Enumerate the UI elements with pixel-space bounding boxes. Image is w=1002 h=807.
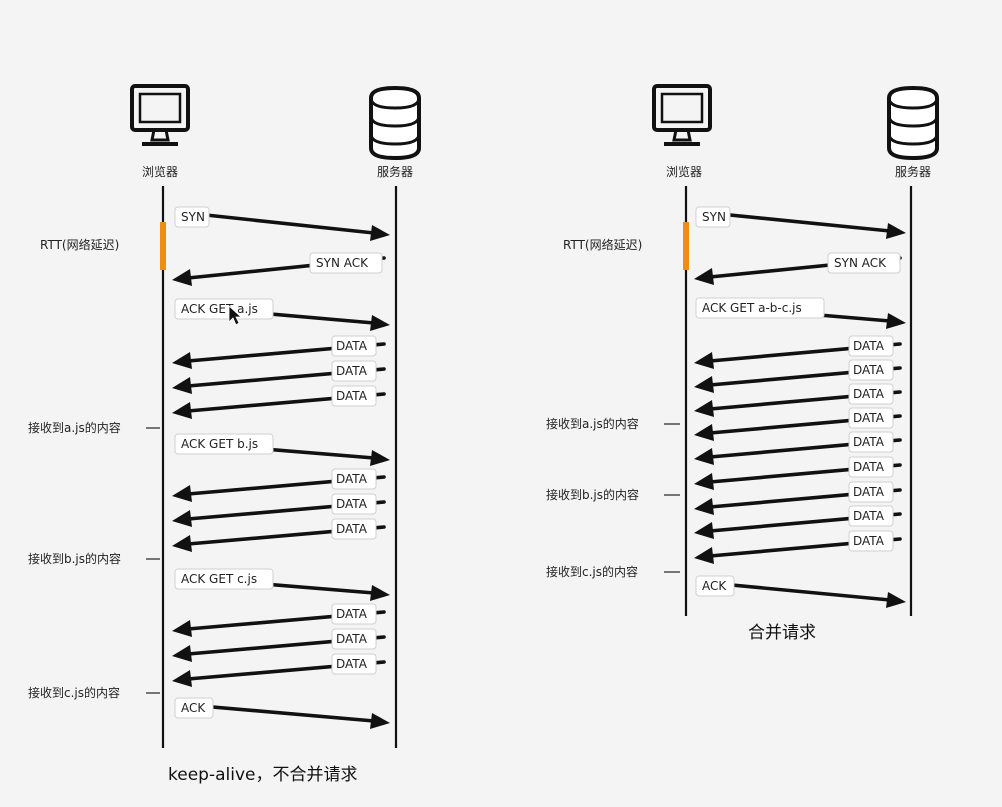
msg-data: DATA bbox=[853, 411, 885, 425]
msg-data: DATA bbox=[853, 485, 885, 499]
msg-ack: ACK bbox=[181, 701, 206, 715]
receipt-c: 接收到c.js的内容 bbox=[28, 685, 120, 700]
msg-data: DATA bbox=[336, 497, 368, 511]
msg-data: DATA bbox=[853, 435, 885, 449]
client-label: 浏览器 bbox=[666, 164, 702, 179]
msg-data: DATA bbox=[853, 460, 885, 474]
server-label: 服务器 bbox=[377, 164, 413, 179]
msg-data-arrowhead bbox=[172, 485, 192, 502]
msg-get-a-arrowhead bbox=[370, 315, 390, 331]
msg-synack: SYN ACK bbox=[834, 256, 887, 270]
msg-get-b-arrowhead bbox=[370, 450, 390, 466]
database-icon bbox=[887, 85, 939, 161]
msg-data: DATA bbox=[336, 364, 368, 378]
message-tags: SYN SYN ACK ACK GET a.js DATA DATA DATA … bbox=[174, 206, 383, 719]
msg-syn: SYN bbox=[181, 210, 205, 224]
msg-data-arrowhead bbox=[172, 352, 192, 369]
msg-get-a: ACK GET a.js bbox=[181, 302, 258, 316]
receipt-b: 接收到b.js的内容 bbox=[28, 551, 121, 566]
message-tags: SYN SYN ACK ACK GET a-b-c.js DATA DATA D… bbox=[695, 206, 901, 597]
rtt-bar bbox=[160, 222, 166, 270]
msg-data-arrowhead bbox=[694, 376, 714, 393]
msg-data: DATA bbox=[853, 509, 885, 523]
rtt-label: RTT(网络延迟) bbox=[563, 237, 642, 252]
msg-syn: SYN bbox=[702, 210, 726, 224]
msg-syn-arrowhead bbox=[886, 223, 906, 239]
msg-data: DATA bbox=[853, 363, 885, 377]
msg-get-c: ACK GET c.js bbox=[181, 572, 257, 586]
database-icon bbox=[369, 85, 421, 161]
msg-data-arrowhead bbox=[694, 547, 714, 564]
msg-data: DATA bbox=[336, 632, 368, 646]
msg-data-arrowhead bbox=[694, 522, 714, 539]
msg-data: DATA bbox=[336, 522, 368, 536]
msg-syn-arrowhead bbox=[370, 225, 390, 241]
server-label: 服务器 bbox=[895, 164, 931, 179]
msg-ack: ACK bbox=[702, 579, 727, 593]
monitor-icon bbox=[652, 84, 712, 146]
receipt-a: 接收到a.js的内容 bbox=[28, 420, 121, 435]
msg-ack-arrowhead bbox=[886, 592, 906, 608]
receipt-a: 接收到a.js的内容 bbox=[546, 416, 639, 431]
msg-ack-arrowhead bbox=[370, 713, 390, 729]
msg-data-arrowhead bbox=[694, 498, 714, 515]
msg-data-arrowhead bbox=[172, 402, 192, 419]
diagram-merged: 浏览器 服务器 RTT(网络延迟) 接收到a.js的内容 接收到b.js的内容 … bbox=[546, 84, 939, 643]
msg-data: DATA bbox=[336, 339, 368, 353]
msg-get-abc-arrowhead bbox=[886, 313, 906, 329]
msg-data: DATA bbox=[336, 657, 368, 671]
receipt-b: 接收到b.js的内容 bbox=[546, 487, 639, 502]
msg-data-arrowhead bbox=[172, 510, 192, 527]
msg-data-arrowhead bbox=[694, 448, 714, 465]
msg-syn-arrow bbox=[176, 210, 376, 235]
msg-data-arrowhead bbox=[172, 377, 192, 394]
msg-syn-arrow bbox=[698, 210, 892, 233]
msg-synack: SYN ACK bbox=[316, 256, 369, 270]
msg-data: DATA bbox=[336, 472, 368, 486]
receipt-c: 接收到c.js的内容 bbox=[546, 564, 638, 579]
msg-synack-arrowhead bbox=[172, 269, 192, 286]
msg-data: DATA bbox=[336, 607, 368, 621]
msg-data-arrowhead bbox=[172, 670, 192, 687]
msg-data-arrowhead bbox=[694, 400, 714, 417]
msg-get-abc: ACK GET a-b-c.js bbox=[702, 301, 802, 315]
msg-get-b: ACK GET b.js bbox=[181, 437, 258, 451]
msg-data: DATA bbox=[853, 339, 885, 353]
rtt-bar bbox=[683, 222, 689, 270]
msg-synack-arrowhead bbox=[694, 268, 714, 285]
client-label: 浏览器 bbox=[142, 164, 178, 179]
msg-data: DATA bbox=[336, 389, 368, 403]
caption: keep-alive，不合并请求 bbox=[168, 765, 357, 785]
msg-data-arrowhead bbox=[172, 535, 192, 552]
msg-data-arrowhead bbox=[172, 645, 192, 662]
caption: 合并请求 bbox=[748, 623, 816, 643]
msg-data-arrowhead bbox=[172, 620, 192, 637]
diagram-keep-alive: 浏览器 服务器 RTT(网络延迟) 接收到a.js的内容 接收到b.js的内容 … bbox=[28, 84, 421, 785]
msg-data-arrowhead bbox=[694, 473, 714, 490]
monitor-icon bbox=[130, 84, 190, 146]
mouse-pointer-icon bbox=[228, 305, 243, 326]
msg-data-arrowhead bbox=[694, 352, 714, 369]
msg-data: DATA bbox=[853, 387, 885, 401]
msg-data-arrowhead bbox=[694, 424, 714, 441]
rtt-label: RTT(网络延迟) bbox=[40, 237, 119, 252]
msg-data: DATA bbox=[853, 534, 885, 548]
msg-get-c-arrowhead bbox=[370, 585, 390, 601]
